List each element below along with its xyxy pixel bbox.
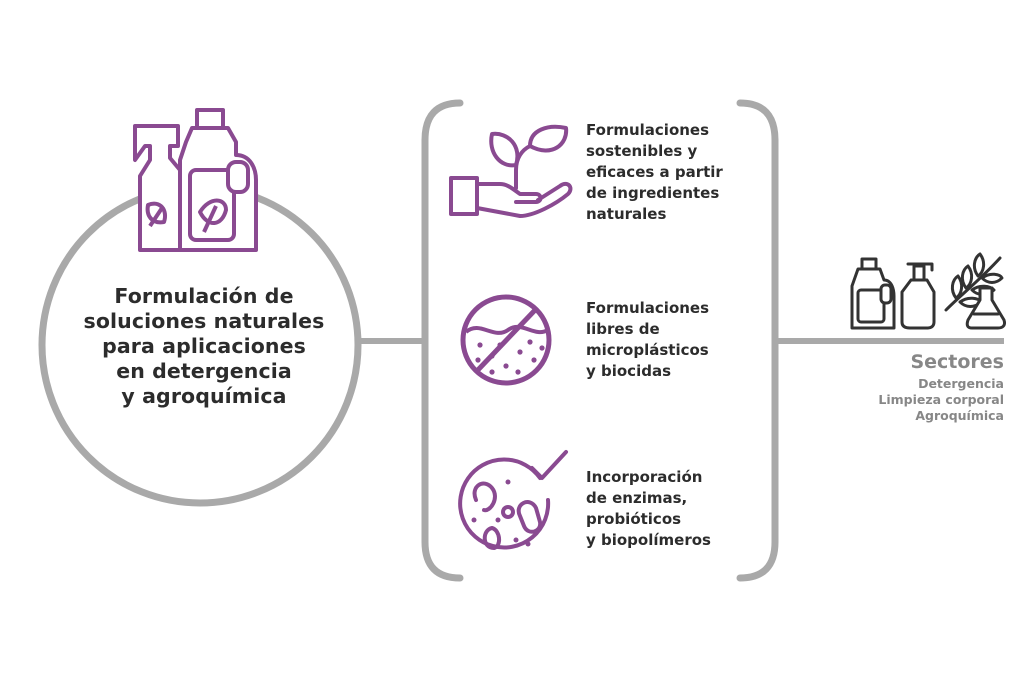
sector-item: Agroquímica — [915, 408, 1004, 423]
detergent-bottle-icon — [850, 257, 896, 330]
cleaning-bottles-leaf-icon — [133, 108, 258, 252]
item-line: de enzimas, — [586, 489, 688, 507]
circle-title-line: en detergencia — [116, 359, 292, 383]
sectors-title: Sectores — [910, 351, 1004, 373]
item-line: y biocidas — [586, 362, 672, 380]
item-sustainable-text: Formulaciones sostenibles y eficaces a p… — [586, 120, 786, 225]
item-enzymes-text: Incorporación de enzimas, probióticos y … — [586, 467, 786, 551]
circle-title-line: Formulación de — [114, 284, 294, 308]
soap-dispenser-icon — [900, 262, 936, 330]
wheat-flask-icon — [944, 252, 1006, 330]
left-bracket — [421, 99, 464, 582]
circle-title: Formulación de soluciones naturales para… — [58, 284, 350, 409]
item-microplastics-text: Formulaciones libres de microplásticos y… — [586, 298, 786, 382]
sectors-list: Detergencia Limpieza corporal Agroquímic… — [878, 376, 1004, 424]
item-line: libres de — [586, 320, 660, 338]
item-line: Formulaciones — [586, 299, 710, 317]
item-line: Formulaciones — [586, 121, 710, 139]
item-line: de ingredientes — [586, 184, 720, 202]
item-line: sostenibles y — [586, 142, 698, 160]
item-line: microplásticos — [586, 341, 709, 359]
no-microplastics-icon — [460, 294, 552, 386]
item-line: y biopolímeros — [586, 531, 711, 549]
item-line: eficaces a partir — [586, 163, 723, 181]
right-bracket — [736, 99, 779, 582]
circle-title-line: soluciones naturales — [83, 309, 325, 333]
circle-title-line: y agroquímica — [121, 384, 287, 408]
sector-item: Limpieza corporal — [878, 392, 1004, 407]
enzymes-probiotics-check-icon — [458, 450, 568, 550]
circle-title-line: para aplicaciones — [102, 334, 306, 358]
sector-item: Detergencia — [918, 376, 1004, 391]
hand-sprout-icon — [449, 124, 573, 218]
item-line: probióticos — [586, 510, 682, 528]
item-line: Incorporación — [586, 468, 703, 486]
item-line: naturales — [586, 205, 667, 223]
